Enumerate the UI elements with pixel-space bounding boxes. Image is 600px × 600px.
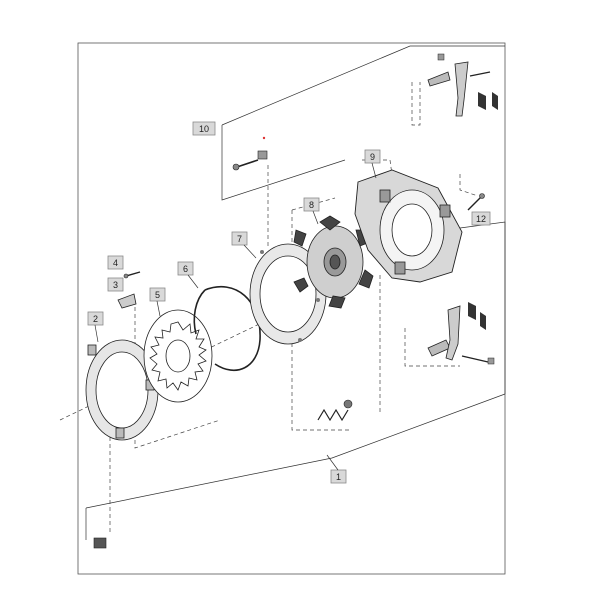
callout-6: 6 [177, 261, 199, 289]
dash-top-linkage [411, 82, 421, 126]
svg-text:12: 12 [476, 214, 486, 224]
clutch-disc [293, 215, 374, 309]
svg-text:1: 1 [336, 472, 341, 482]
marker-dot [262, 136, 266, 140]
nut [93, 537, 107, 549]
callout-1: 1 [326, 454, 347, 484]
callout-3: 3 [107, 277, 124, 292]
linkage-bracket-left [221, 125, 346, 201]
svg-text:9: 9 [370, 152, 375, 162]
svg-text:7: 7 [237, 234, 242, 244]
bolt-10 [232, 150, 268, 171]
dash-bolt-12 [459, 174, 479, 197]
pin [123, 271, 141, 279]
svg-text:10: 10 [199, 124, 209, 134]
linkage-bracket-top [221, 45, 505, 126]
svg-text:6: 6 [183, 264, 188, 274]
snap-ring [193, 285, 261, 372]
bolt-12 [467, 193, 485, 211]
svg-text:3: 3 [113, 280, 118, 290]
svg-text:2: 2 [93, 314, 98, 324]
clutch-housing [354, 169, 463, 283]
spring [317, 399, 353, 422]
assembly-bracket-bottom [85, 393, 506, 509]
upper-linkage [427, 53, 498, 117]
assembly-bracket-right [459, 221, 506, 394]
callout-2: 2 [87, 311, 104, 343]
callout-8: 8 [303, 197, 320, 225]
lower-linkage [427, 302, 495, 365]
diaphragm-spring [143, 309, 213, 403]
callout-5: 5 [149, 287, 166, 317]
callout-9: 9 [364, 149, 381, 179]
callout-4: 4 [107, 255, 124, 270]
svg-text:5: 5 [155, 290, 160, 300]
svg-text:8: 8 [309, 200, 314, 210]
dash-lower-linkage [404, 328, 460, 367]
callout-12: 12 [471, 211, 491, 226]
callout-10: 10 [192, 121, 216, 136]
clutch-cover [249, 243, 327, 345]
callout-7: 7 [231, 231, 257, 259]
retaining-clip [117, 293, 137, 309]
svg-text:4: 4 [113, 258, 118, 268]
